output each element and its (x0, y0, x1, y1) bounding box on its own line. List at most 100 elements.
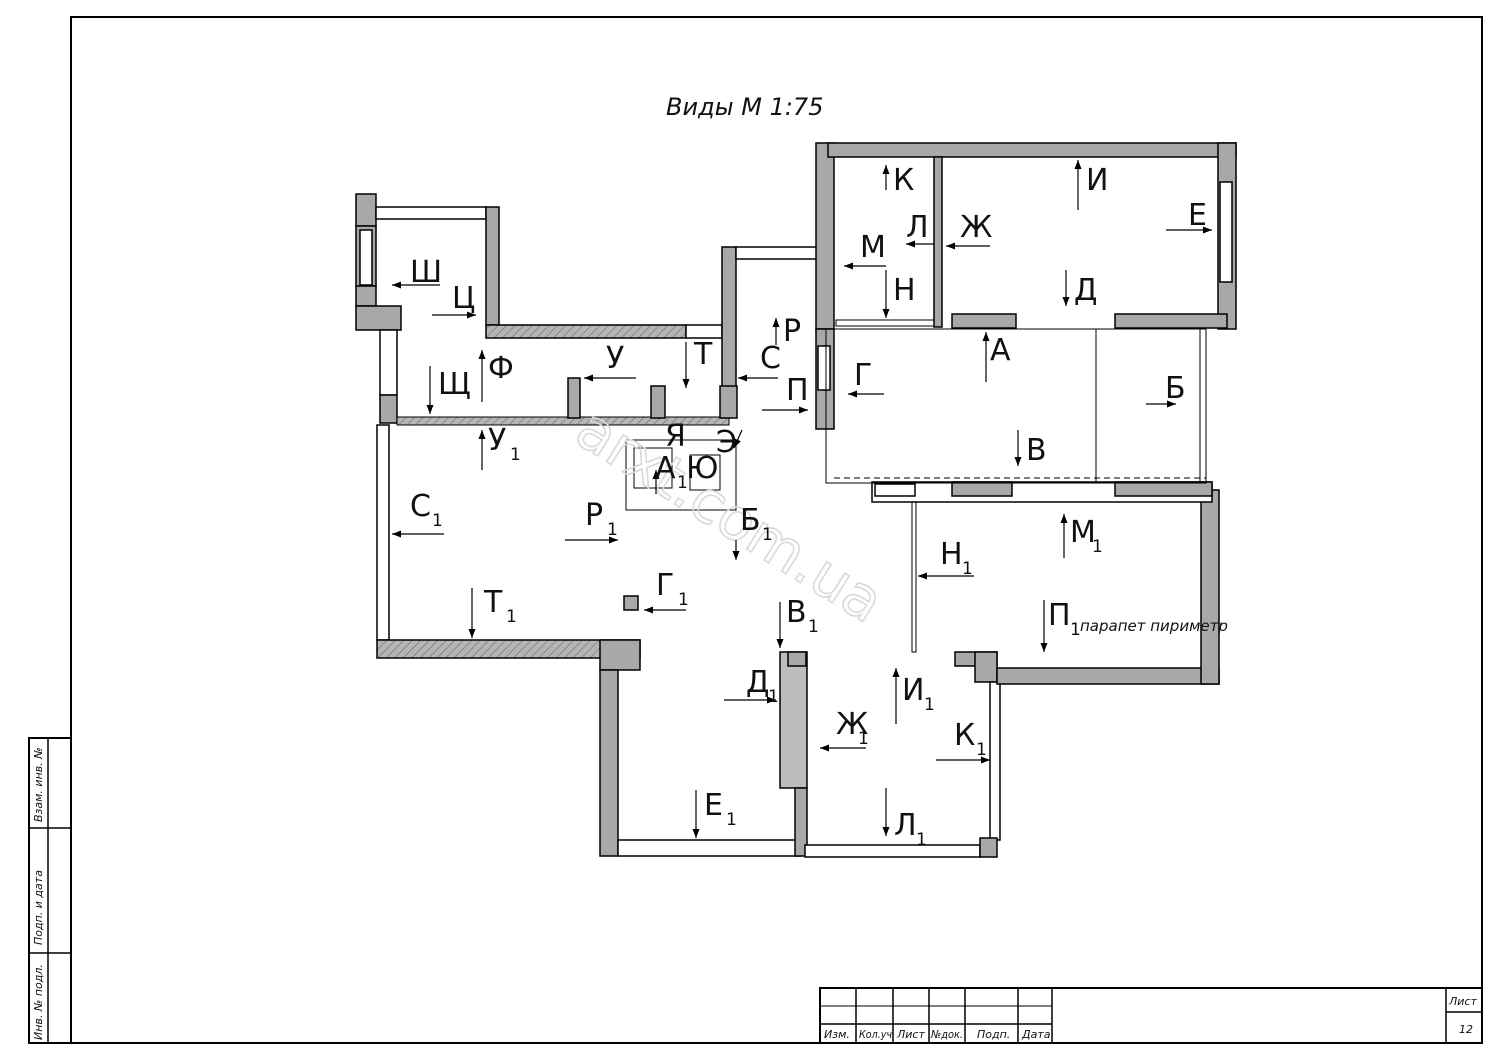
view-letter: У (606, 341, 624, 376)
view-arrow-head (392, 530, 401, 538)
tb-sheet-number: 12 (1459, 1023, 1473, 1036)
view-marker-35: М1 (1060, 514, 1103, 558)
view-letter: Е (1188, 198, 1207, 233)
view-marker-29: Д1 (724, 665, 779, 707)
view-letter: К (954, 718, 975, 753)
view-subscript: 1 (924, 695, 935, 715)
view-letter: В (786, 595, 807, 630)
view-marker-14: Р (772, 314, 801, 349)
sheet-frame (70, 16, 1483, 1044)
view-marker-3: В (1014, 430, 1047, 468)
view-arrow-head (776, 639, 784, 648)
view-arrow-head (682, 379, 690, 388)
view-letter: К (893, 163, 914, 198)
view-arrow-head (882, 165, 890, 174)
view-subscript: 1 (858, 729, 869, 749)
stamp-sign-label: Подп. и дата (32, 870, 45, 945)
walls (355, 142, 1237, 858)
view-letter: Н (940, 537, 963, 572)
view-marker-31: Ж1 (820, 707, 869, 752)
view-letter: Б (740, 503, 761, 538)
view-marker-15: С (738, 341, 781, 382)
view-arrow-head (1074, 160, 1082, 169)
view-letter: Г (854, 358, 872, 393)
view-letter: Ж (836, 707, 868, 742)
view-marker-10: Л (906, 210, 934, 248)
view-letter: Ф (488, 351, 514, 386)
view-marker-16: Т (682, 337, 713, 388)
view-letter: А (655, 451, 676, 486)
tb-col-izm: Изм. (824, 1028, 850, 1041)
view-arrow-head (609, 536, 618, 544)
view-marker-7: Ж (946, 210, 992, 250)
view-letter: Т (483, 585, 503, 620)
view-arrow-head (981, 756, 990, 764)
view-marker-22: Э (716, 425, 743, 460)
view-letter: Щ (438, 367, 471, 402)
view-marker-21: Ш (392, 255, 442, 290)
view-arrow-head (1062, 297, 1070, 306)
view-arrow-head (692, 829, 700, 838)
tb-col-ndok: №док. (930, 1028, 963, 1041)
view-letter: Б (1165, 371, 1186, 406)
view-subscript: 1 (962, 559, 973, 579)
view-letter: П (786, 373, 809, 408)
view-letter: Г (656, 568, 674, 603)
view-marker-8: И (1074, 160, 1108, 210)
view-letter: Р (783, 314, 801, 349)
view-arrow-head (892, 668, 900, 677)
view-marker-1: А (982, 332, 1011, 382)
view-marker-20: Ц (432, 281, 476, 319)
view-subscript: 1 (510, 445, 521, 465)
view-letter: Л (894, 808, 917, 843)
view-letter: Д (1074, 273, 1097, 308)
view-marker-18: Ф (478, 350, 514, 402)
view-arrow-head (426, 405, 434, 414)
view-marker-11: М (844, 230, 886, 270)
view-letter: С (410, 489, 431, 524)
view-letter: И (902, 673, 924, 708)
view-subscript: 1 (916, 830, 927, 850)
view-arrow-head (478, 430, 486, 439)
drawing-title: Виды М 1:75 (666, 93, 823, 121)
view-arrow-head (1167, 400, 1176, 408)
view-letter: Ю (686, 451, 718, 486)
view-subscript: 1 (808, 617, 819, 637)
view-subscript: 1 (506, 607, 517, 627)
side-stamp: Инв. № подл. Подп. и дата Взам. инв. № (28, 737, 72, 1044)
view-arrow-head (820, 744, 829, 752)
view-subscript: 1 (726, 810, 737, 830)
title-block: Изм. Кол.уч Лист №док. Подп. Дата Лист 1… (819, 987, 1483, 1044)
view-letter: Т (693, 337, 713, 372)
tb-col-koluch: Кол.уч (859, 1028, 892, 1041)
view-arrow-head (982, 332, 990, 341)
stamp-inv-label: Инв. № подл. (32, 964, 45, 1040)
view-arrow-head (946, 242, 955, 250)
view-arrow-head (767, 696, 776, 704)
view-letter: Р (585, 498, 603, 533)
view-letter: Д (746, 665, 769, 700)
view-letter: М (1070, 515, 1096, 550)
view-arrow-head (652, 470, 660, 479)
view-subscript: 1 (762, 525, 773, 545)
view-marker-23: Я (665, 419, 686, 454)
view-letter: Е (704, 788, 723, 823)
view-arrow-head (882, 827, 890, 836)
view-arrow-head (467, 311, 476, 319)
view-letter: А (990, 333, 1011, 368)
view-arrow-head (468, 629, 476, 638)
view-arrow-head (584, 374, 593, 382)
tb-col-list: Лист (896, 1028, 925, 1041)
view-arrow-head (1203, 226, 1212, 234)
parapet-note: парапет пириметр (1080, 617, 1228, 635)
view-letter: У (488, 423, 506, 458)
view-marker-5: Д (1062, 270, 1097, 308)
view-arrow-head (772, 318, 780, 327)
